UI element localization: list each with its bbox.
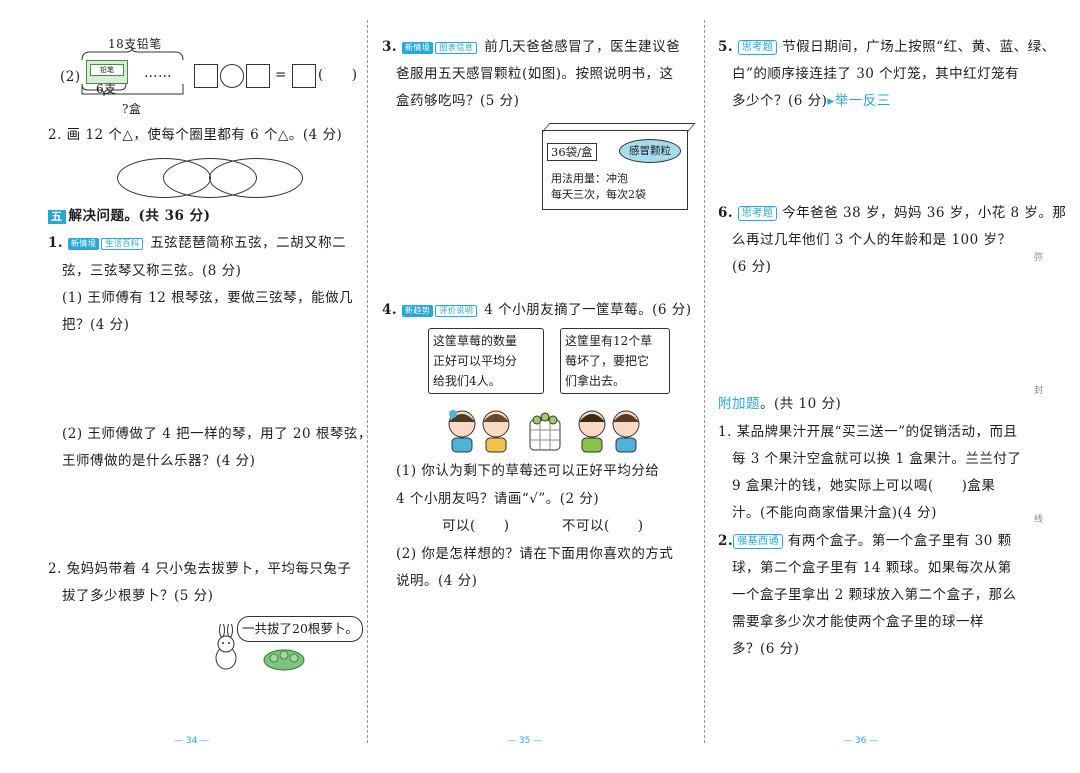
problem-6-line-1: 6. 思考题 今年爸爸 38 岁，妈妈 36 岁，小花 8 岁。那 (718, 205, 1067, 221)
problem-5-line-1: 5. 思考题 节假日期间，广场上按照“红、黄、蓝、绿、 (718, 39, 1056, 55)
child-4-icon (612, 410, 640, 453)
radish-pile-icon (263, 649, 305, 671)
problem-1-sub-2-line-1: (2) 王师傅做了 4 把一样的琴，用了 20 根琴弦， (62, 426, 372, 442)
page-number-34: — 34 — (174, 736, 210, 746)
problem-2-line-2: 拔了多少根萝卜？(5 分) (62, 588, 214, 604)
extra-2-line-4: 需要拿多少次才能使两个盒子里的球一样 (732, 614, 984, 630)
medicine-box: 36袋/盒 感冒颗粒 用法用量：冲泡 每天三次，每次2袋 (542, 123, 696, 210)
child-3-icon (578, 410, 606, 453)
problem-4-sub-2-line-1: (2) 你是怎样想的？请在下面用你喜欢的方式 (396, 546, 674, 562)
pencil-per-box-label: 6支 (96, 82, 117, 96)
new-context-tag: 新情境 (401, 41, 434, 54)
problem-1-line-2: 弦，三弦琴又称三弦。(8 分) (62, 263, 242, 279)
extra-2-line-5: 多？(6 分) (732, 641, 800, 657)
problem-3-line-1: 3. 新情境图表信息 前几天爸爸感冒了，医生建议爸 (382, 39, 681, 55)
problem-4-sub-2-line-2: 说明。(4 分) (396, 573, 478, 589)
problem-6-line-3: (6 分) (732, 259, 772, 275)
bottom-brace (81, 84, 184, 97)
problem-5-line-2: 白”的顺序接连挂了 30 个灯笼，其中红灯笼有 (732, 66, 1020, 82)
page-number-36: — 36 — (843, 736, 879, 746)
problem-6-line-2: 么再过几年他们 3 个人的年龄和是 100 岁？ (732, 232, 1012, 248)
extra-section-heading: 附加题。(共 10 分) (718, 396, 842, 412)
new-trend-tag: 新趋势 (401, 304, 434, 317)
seal-line-char-2: 封 (1034, 386, 1044, 396)
life-encyclopedia-tag: 生活百科 (101, 237, 144, 250)
box-count-question: ?盒 (122, 102, 142, 116)
answer-square-2[interactable] (246, 64, 270, 88)
speech-bubble-2: 这筐里有12个草 莓坏了，要把它 们拿出去。 (560, 328, 670, 394)
extra-2-line-2: 球，第二个盒子里有 14 颗球。如果每次从第 (732, 560, 1012, 576)
column-divider-2 (704, 20, 705, 743)
speech-bubble-1: 这筐草莓的数量 正好可以平均分 给我们4人。 (428, 328, 544, 394)
child-2-icon (482, 410, 510, 453)
seal-line-char-1: 弥 (1034, 253, 1044, 263)
answer-square-1[interactable] (194, 64, 218, 88)
rabbit-icon (215, 624, 237, 670)
strawberry-basket-icon (529, 412, 561, 451)
answer-paren: ( ) (318, 67, 358, 83)
chart-info-tag: 图表信息 (435, 41, 478, 54)
top-brace (81, 48, 184, 61)
medicine-box-top (542, 123, 696, 132)
ellipsis: …… (144, 65, 172, 81)
problem-4-sub-1-line-1: (1) 你认为剩下的草莓还可以正好平均分给 (396, 463, 660, 479)
answer-circle[interactable] (220, 64, 244, 88)
problem-3-line-2: 爸服用五天感冒颗粒(如图)。按照说明书，这 (396, 66, 674, 82)
pencil-box-label: 铅笔 (90, 64, 124, 76)
problem-1-sub-1-line-2: 把？(4 分) (62, 317, 130, 333)
extra-1-line-1: 1. 某品牌果汁开展“买三送一”的促销活动，而且 (718, 424, 1018, 440)
extra-1-line-4: 汁。(不能向商家借果汁盒)(4 分) (732, 505, 937, 521)
page-35: 3. 新情境图表信息 前几天爸爸感冒了，医生建议爸 爸服用五天感冒颗粒(如图)。… (372, 0, 702, 773)
extra-2-line-3: 一个盒子里拿出 2 颗球放入第二个盒子，那么 (732, 587, 1017, 603)
question-2-draw: 2. 画 12 个△，使每个圈里都有 6 个△。(4 分) (48, 127, 343, 143)
pencil-box-icon: 铅笔 (86, 60, 128, 84)
problem-4-line-1: 4. 新趋势评价说明 4 个小朋友摘了一筐草莓。(6 分) (382, 302, 692, 318)
problem-1-sub-2-line-2: 王师傅做的是什么乐器？(4 分) (62, 453, 256, 469)
page-number-35: — 35 — (507, 736, 543, 746)
thinking-tag: 思考题 (737, 40, 778, 55)
ellipse-right (209, 158, 303, 198)
problem-1-sub-1-line-1: (1) 王师傅有 12 根琴弦，要做三弦琴，能做几 (62, 290, 354, 306)
thinking-tag: 思考题 (737, 206, 778, 221)
page-34: 18支铅笔 (2) 铅笔 …… 6支 ?盒 = ( ) 2. 画 12 个△，使… (0, 0, 371, 773)
rabbit-speech-bubble: 一共拔了20根萝卜。 (237, 616, 363, 642)
medicine-usage-2: 每天三次，每次2袋 (551, 188, 646, 201)
extension-link[interactable]: ▸举一反三 (827, 93, 891, 109)
child-1-icon (448, 410, 476, 453)
problem-2-line-1: 2. 兔妈妈带着 4 只小兔去拔萝卜，平均每只兔子 (48, 561, 352, 577)
answer-square-3[interactable] (292, 64, 316, 88)
extra-1-line-3: 9 盒果汁的钱，她实际上可以喝( )盒果 (732, 478, 996, 494)
medicine-name-cloud: 感冒颗粒 (619, 139, 681, 163)
option-no[interactable]: 不可以( ) (562, 518, 644, 534)
new-context-tag: 新情境 (67, 237, 100, 250)
extra-2-line-1: 2.强基西通 有两个盒子。第一个盒子里有 30 颗 (718, 533, 1012, 549)
medicine-count: 36袋/盒 (547, 143, 597, 161)
foundation-tag: 强基西通 (733, 534, 784, 549)
option-yes[interactable]: 可以( ) (442, 518, 510, 534)
medicine-usage-1: 用法用量：冲泡 (551, 172, 628, 185)
problem-3-line-3: 盒药够吃吗？(5 分) (396, 93, 520, 109)
equals-sign: = (275, 67, 287, 83)
section-5-heading: 五解决问题。(共 36 分) (48, 207, 210, 225)
column-divider-1 (367, 20, 368, 743)
problem-4-sub-1-line-2: 4 个小朋友吗？请画“√”。(2 分) (396, 491, 600, 507)
extra-1-line-2: 每 3 个果汁空盒就可以换 1 盒果汁。兰兰付了 (732, 451, 1022, 467)
pencil-total-label: 18支铅笔 (108, 37, 162, 51)
page-36: 5. 思考题 节假日期间，广场上按照“红、黄、蓝、绿、 白”的顺序接连挂了 30… (708, 0, 1066, 773)
subquestion-number: (2) (60, 69, 81, 85)
problem-1-line-1: 1. 新情境生活百科 五弦琵琶简称五弦，二胡又称二 (48, 235, 347, 251)
evaluation-tag: 评价说明 (435, 304, 478, 317)
children-strawberry-illustration (448, 410, 640, 453)
problem-5-line-3: 多少个？(6 分)▸举一反三 (732, 93, 891, 109)
seal-line-char-3: 线 (1034, 515, 1044, 525)
